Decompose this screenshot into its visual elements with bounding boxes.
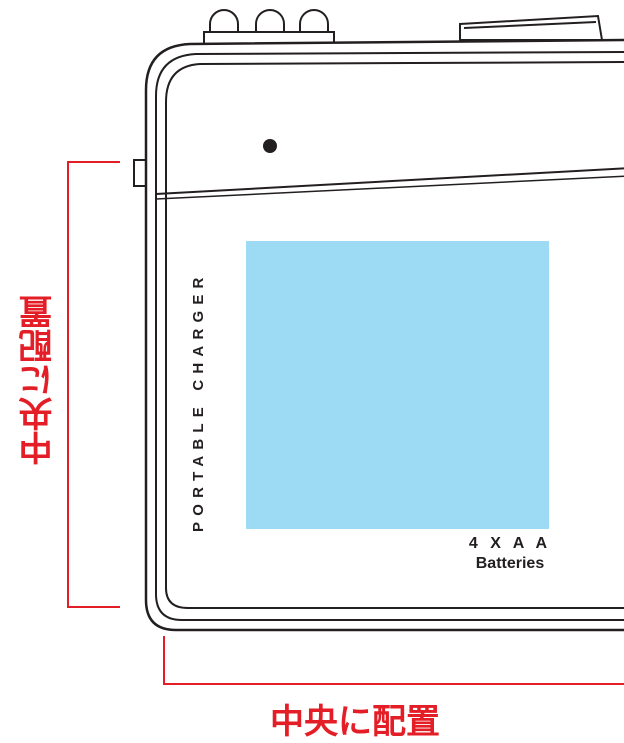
knob-1 <box>209 9 239 34</box>
side-button <box>133 159 147 187</box>
lid-seam-line-2 <box>155 175 624 200</box>
lid-seam-line <box>155 167 624 195</box>
battery-type-label: Batteries <box>475 555 545 572</box>
top-clip <box>459 14 604 41</box>
indicator-dot <box>263 139 277 153</box>
product-label-vertical: PORTABLE CHARGER <box>190 271 207 533</box>
battery-quantity-label: 4 X A A <box>468 535 552 552</box>
top-knobs <box>203 9 335 45</box>
body-outline-inner <box>155 51 624 621</box>
horizontal-guide-bracket <box>163 636 624 685</box>
knob-3 <box>299 9 329 34</box>
vertical-center-caption: 中央に配置 <box>19 295 59 465</box>
horizontal-center-caption: 中央に配置 <box>270 702 440 742</box>
vertical-guide-bracket <box>67 161 120 608</box>
placement-area <box>246 241 549 529</box>
knob-2 <box>255 9 285 34</box>
body-outline-panel <box>165 61 624 609</box>
